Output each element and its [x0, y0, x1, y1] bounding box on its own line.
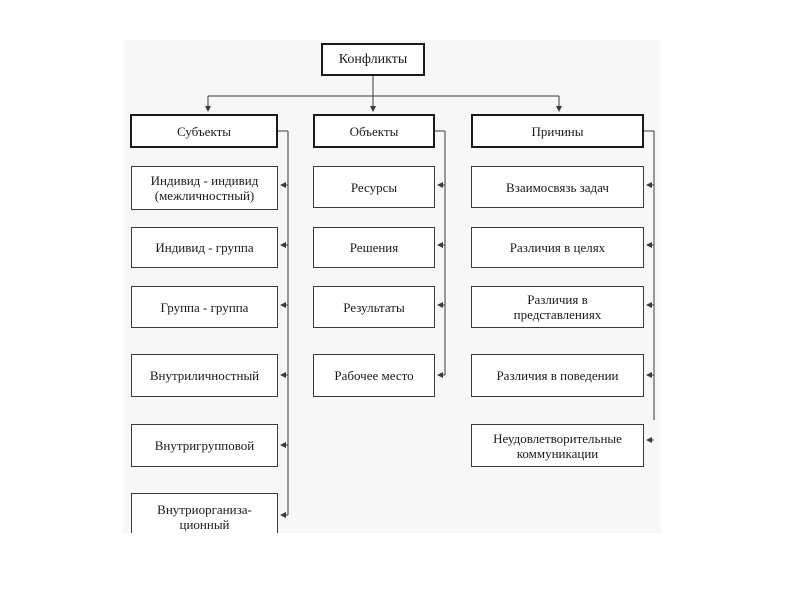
node-label: Индивид - индивид (межличностный) [150, 173, 259, 203]
column-header-subjects: Субъекты [130, 114, 278, 148]
subject-node: Индивид - группа [131, 227, 278, 268]
subject-node: Внутриличностный [131, 354, 278, 397]
subject-node: Индивид - индивид (межличностный) [131, 166, 278, 210]
object-node: Решения [313, 227, 435, 268]
node-label: Группа - группа [160, 299, 249, 315]
node-label: Внутриличностный [149, 368, 260, 383]
header-label: Объекты [349, 123, 399, 139]
cause-node: Различия в поведении [471, 354, 644, 397]
node-label: Различия в поведении [496, 368, 619, 383]
node-label: Результаты [343, 299, 405, 315]
cause-node: Различия в представлениях [471, 286, 644, 328]
node-label: Неудовлетворительные коммуникации [493, 430, 622, 461]
cause-node: Неудовлетворительные коммуникации [471, 424, 644, 467]
column-header-objects: Объекты [313, 114, 435, 148]
object-node: Ресурсы [313, 166, 435, 208]
header-label: Субъекты [176, 123, 232, 139]
subject-node: Внутригрупповой [131, 424, 278, 467]
root-node: Конфликты [321, 43, 425, 76]
cause-node: Взаимосвязь задач [471, 166, 644, 208]
object-node: Рабочее место [313, 354, 435, 397]
subject-node: Группа - группа [131, 286, 278, 328]
header-label: Причины [531, 123, 584, 139]
node-label: Рабочее место [334, 368, 414, 383]
object-node: Результаты [313, 286, 435, 328]
root-label: Конфликты [338, 52, 408, 67]
cause-node: Различия в целях [471, 227, 644, 268]
node-label: Внутригрупповой [154, 438, 255, 453]
column-header-causes: Причины [471, 114, 644, 148]
subject-node: Внутриорганиза-ционный [131, 493, 278, 533]
node-label: Ресурсы [350, 179, 398, 195]
node-label: Внутриорганиза-ционный [157, 502, 252, 532]
node-label: Индивид - группа [155, 240, 254, 255]
node-label: Взаимосвязь задач [506, 179, 609, 195]
node-label: Различия в целях [509, 240, 606, 255]
node-label: Различия в представлениях [513, 292, 602, 322]
node-label: Решения [349, 240, 399, 255]
